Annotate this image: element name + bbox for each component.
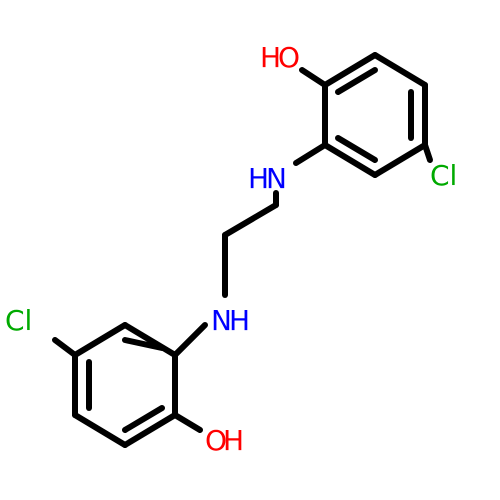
lower-benzene-ring xyxy=(72,322,178,448)
nitrogen-label: N xyxy=(266,162,287,195)
bond xyxy=(122,412,178,448)
bond xyxy=(335,135,378,163)
substituent-bonds xyxy=(52,67,433,433)
bond-c-oh-bottom xyxy=(172,412,203,433)
atom-nh-bottom: N H xyxy=(211,304,250,337)
bond xyxy=(335,67,378,95)
bond-nh-c-bottom xyxy=(172,322,208,358)
oxygen-label: O xyxy=(205,424,227,457)
chlorine-label-right: Cl xyxy=(430,159,457,192)
bond xyxy=(122,322,178,358)
bond-c-nh-top xyxy=(293,142,328,166)
bond xyxy=(122,405,165,433)
atom-nh-top: H N xyxy=(248,162,287,195)
bond xyxy=(322,142,378,178)
hydrogen-label: H xyxy=(229,304,250,337)
bond xyxy=(122,337,165,351)
oxygen-label: O xyxy=(278,41,300,74)
bond-c-cl-left xyxy=(52,337,78,358)
bond-c-oh-top xyxy=(299,67,328,88)
bond-ch2-ch2 xyxy=(222,202,279,238)
chlorine-label-left: Cl xyxy=(5,304,32,337)
atom-oh-bottom: O H xyxy=(205,424,244,457)
bond-c-cl-right xyxy=(422,142,433,163)
bond xyxy=(72,412,128,448)
hydrogen-label: H xyxy=(260,41,281,74)
atom-oh-top: H O xyxy=(260,41,300,74)
bond xyxy=(72,322,128,358)
nitrogen-label: N xyxy=(211,304,232,337)
bond xyxy=(322,52,378,88)
bond xyxy=(372,52,428,88)
hydrogen-label: H xyxy=(223,424,244,457)
bond xyxy=(372,142,428,178)
upper-benzene-ring xyxy=(322,52,428,178)
hydrogen-label: H xyxy=(248,162,269,195)
